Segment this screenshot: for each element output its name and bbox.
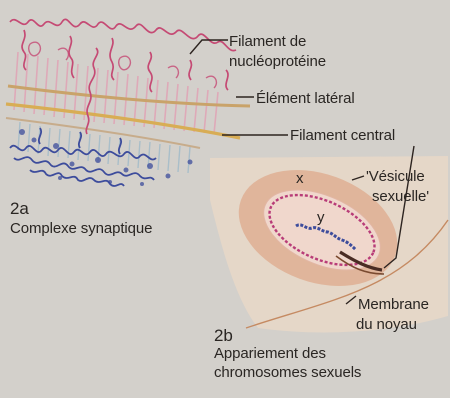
label-vesicule-sexuelle-1: 'Vésicule: [366, 168, 425, 185]
figure-number-2b: 2b: [214, 327, 233, 344]
label-filament-nucleoproteine-1: Filament de: [229, 33, 306, 50]
figure-number-2a: 2a: [10, 200, 29, 217]
label-filament-nucleoproteine-2: nucléoprotéine: [229, 53, 326, 70]
label-membrane-noyau-2: du noyau: [356, 316, 417, 333]
caption-appariement-1: Appariement des: [214, 345, 326, 362]
red-nucleoprotein-filament: [10, 19, 236, 134]
label-filament-central: Filament central: [290, 127, 395, 144]
label-x-chromosome: x: [296, 170, 303, 187]
label-element-lateral: Élément latéral: [256, 90, 355, 107]
pink-hatching: [14, 52, 218, 134]
label-vesicule-sexuelle-2: sexuelle': [372, 188, 429, 205]
caption-complexe-synaptique: Complexe synaptique: [10, 220, 152, 237]
label-y-chromosome: y: [317, 209, 324, 226]
lower-lateral-element: [6, 118, 200, 148]
label-membrane-noyau-1: Membrane: [358, 296, 429, 313]
blue-chromatin-dots: [19, 129, 193, 186]
caption-appariement-2: chromosomes sexuels: [214, 364, 361, 381]
